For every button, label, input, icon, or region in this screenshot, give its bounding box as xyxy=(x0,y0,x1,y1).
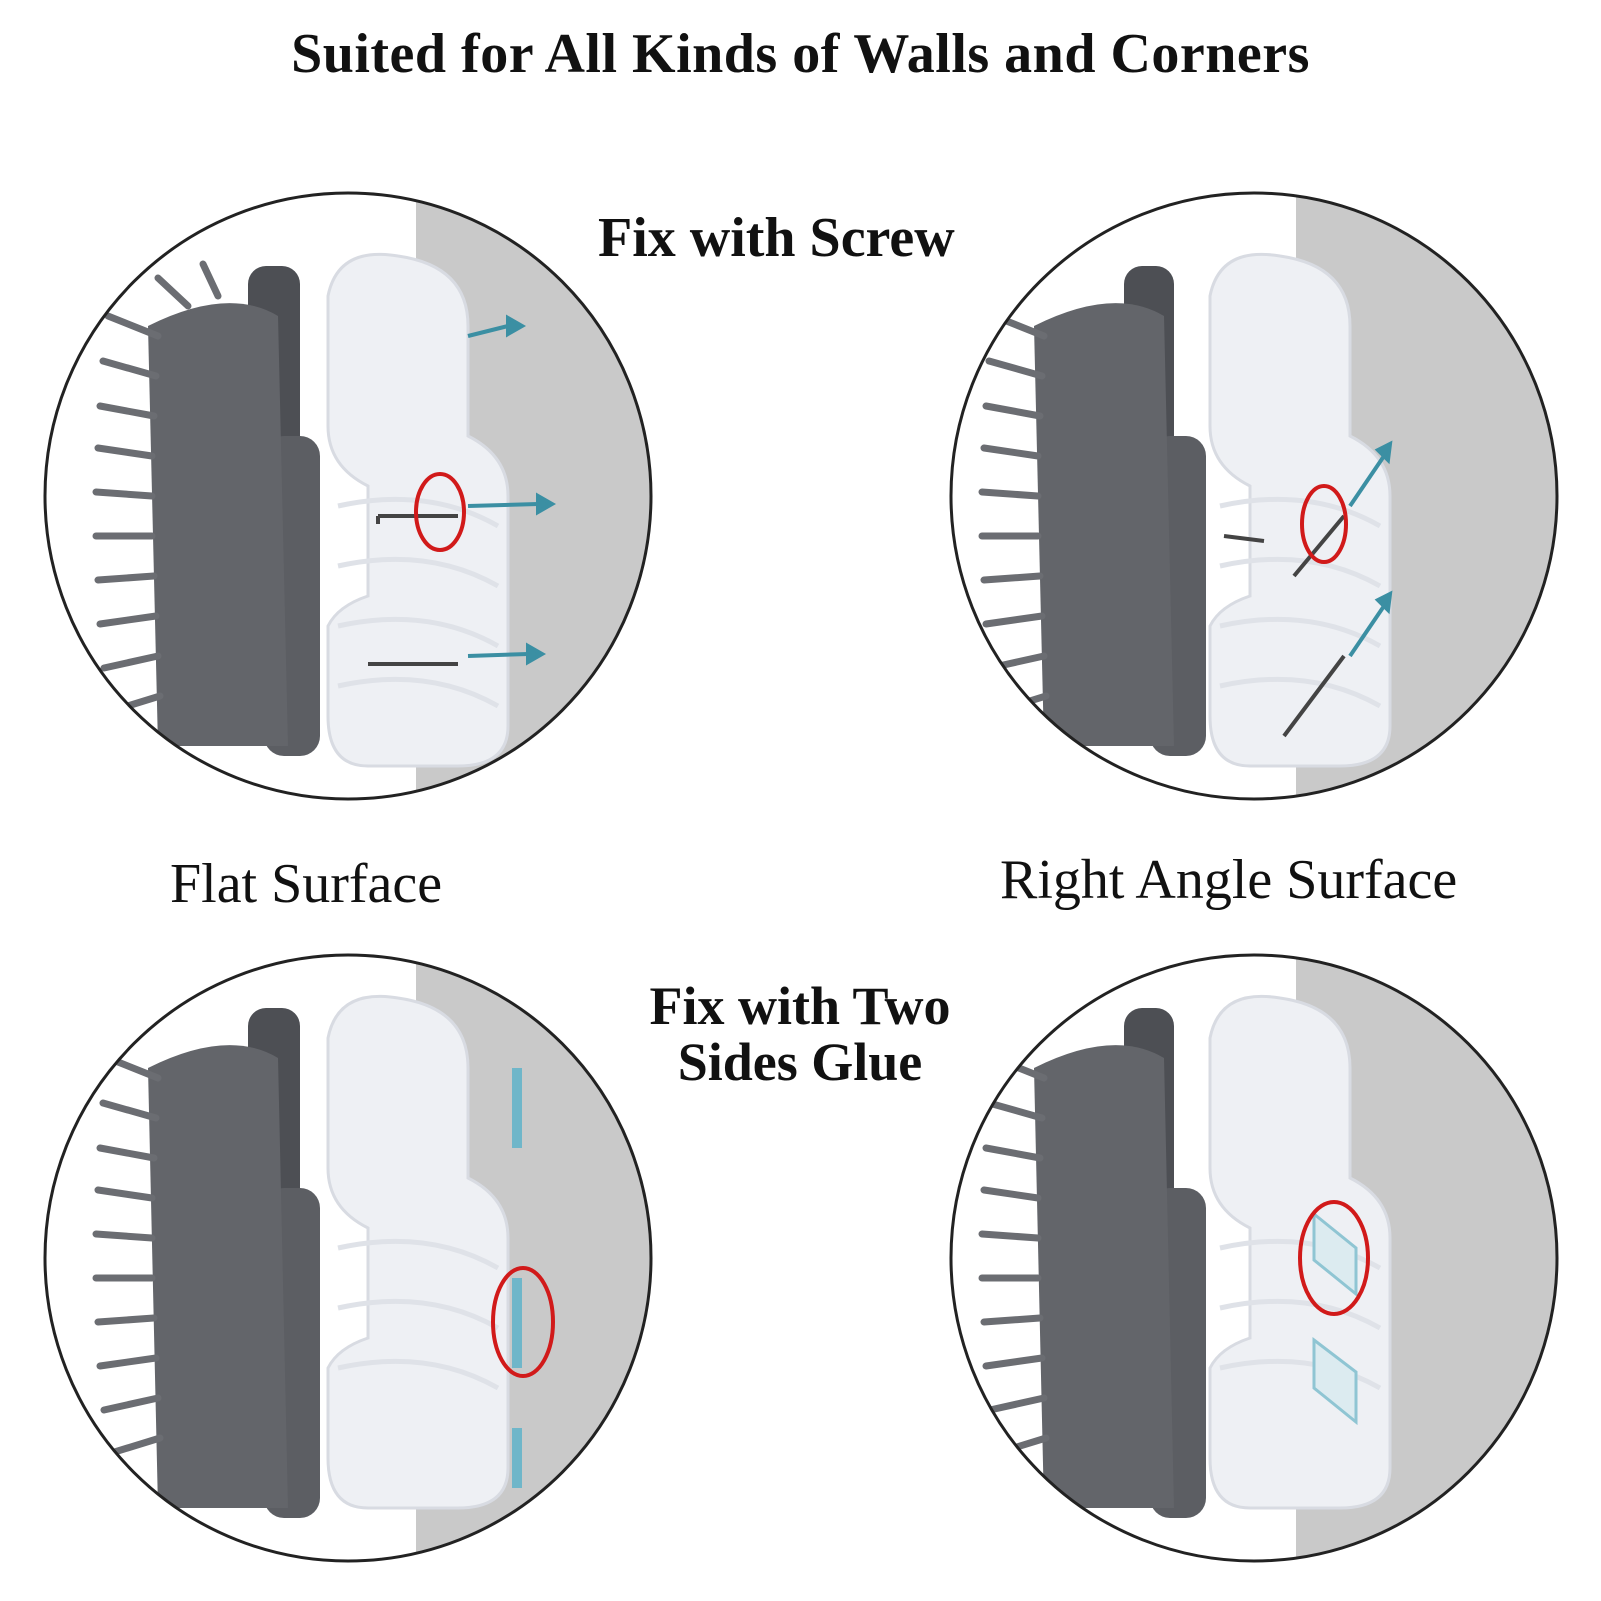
arrow-right-icon xyxy=(467,314,557,666)
double-sided-tape-icon xyxy=(512,1068,522,1488)
label-fix-with-glue-line1: Fix with Two xyxy=(649,976,951,1036)
label-fix-with-screw: Fix with Screw xyxy=(598,207,955,269)
panel-right-angle-screw xyxy=(949,191,1559,801)
brush xyxy=(92,1008,320,1518)
red-circle-highlight-icon xyxy=(491,1266,555,1378)
arrow-right-icon xyxy=(1348,440,1393,658)
panel-right-angle-glue xyxy=(949,953,1559,1563)
panel-flat-glue xyxy=(43,953,653,1563)
brush xyxy=(92,260,320,756)
screw-icon xyxy=(1223,514,1346,738)
label-fix-with-glue-line2: Sides Glue xyxy=(677,1032,923,1092)
red-circle-highlight-icon xyxy=(1300,484,1348,564)
page-title: Suited for All Kinds of Walls and Corner… xyxy=(291,23,1310,85)
panel-flat-screw xyxy=(43,191,653,801)
label-right-angle-surface: Right Angle Surface xyxy=(1000,849,1458,911)
label-flat-surface: Flat Surface xyxy=(170,853,443,915)
red-circle-highlight-icon xyxy=(414,472,466,552)
double-sided-tape-icon xyxy=(1312,1210,1358,1426)
label-fix-with-glue: Fix with Two Sides Glue xyxy=(600,978,1000,1090)
brush xyxy=(978,266,1206,756)
red-circle-highlight-icon xyxy=(1298,1200,1370,1316)
wall-holder xyxy=(326,994,510,1510)
